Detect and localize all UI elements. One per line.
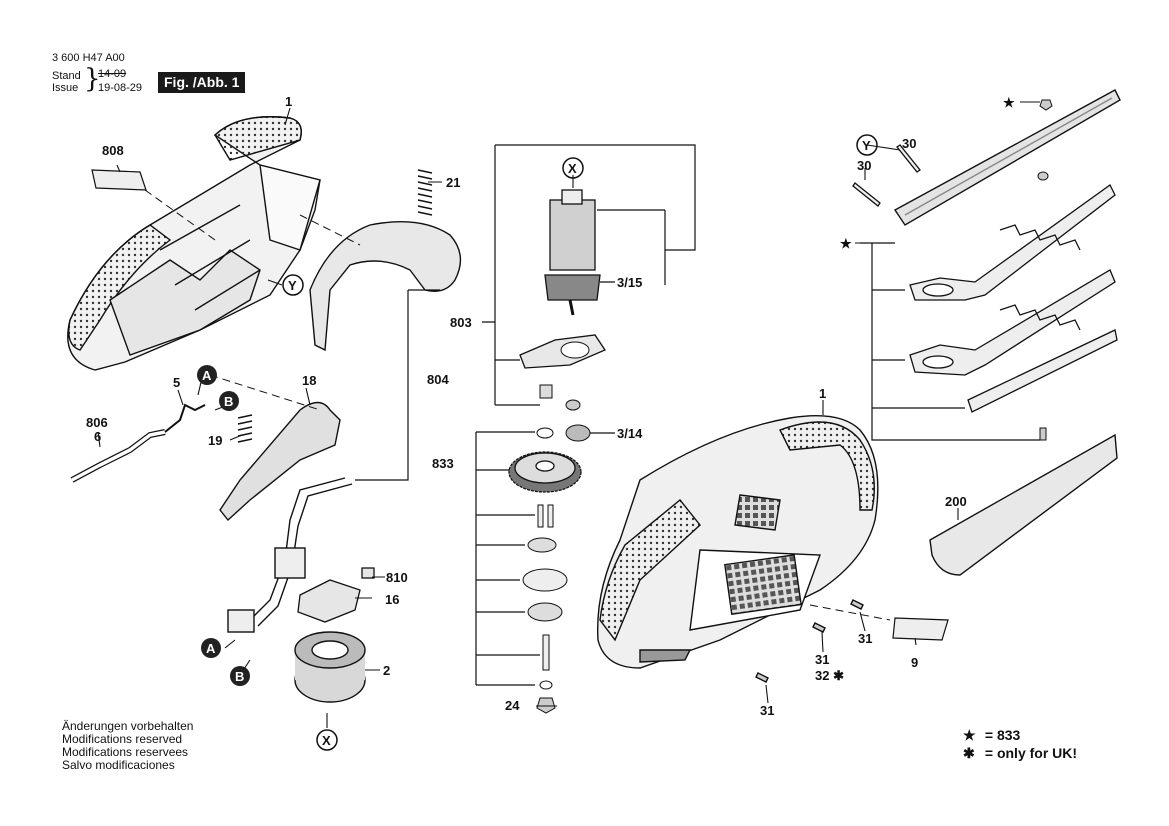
part-label-1: 1 bbox=[285, 94, 292, 109]
cam-disc-2 bbox=[522, 568, 568, 592]
part-label-19: 19 bbox=[208, 433, 222, 448]
asterisk-icon: ✱ bbox=[963, 745, 975, 761]
part-label-3-15: 3/15 bbox=[617, 275, 642, 290]
legend-text: = 833 bbox=[984, 727, 1021, 743]
part-label-30-a: 30 bbox=[902, 136, 916, 151]
marker-b-bottom: B bbox=[235, 669, 244, 684]
part-label-31-c: 31 bbox=[760, 703, 774, 718]
stator-2 bbox=[294, 631, 366, 703]
note-line: Modifications reservees bbox=[62, 745, 189, 759]
part-label-2: 2 bbox=[383, 663, 390, 678]
housing-right-assembled bbox=[596, 415, 879, 669]
legend-row: ✱ = only for UK! bbox=[963, 744, 1077, 762]
brush-holder-16 bbox=[297, 567, 375, 623]
gear-wheel bbox=[508, 451, 582, 493]
marker-a-top: A bbox=[202, 368, 212, 383]
part-label-31-b: 31 bbox=[815, 652, 829, 667]
symbol-legend: ★ = 833 ✱ = only for UK! bbox=[963, 726, 1077, 762]
figure-badge: Fig. /Abb. 1 bbox=[158, 72, 246, 93]
stand-label: Stand bbox=[52, 70, 81, 82]
note-line: Salvo modificaciones bbox=[62, 758, 175, 772]
blade-bar bbox=[893, 89, 1121, 226]
cam-disc-1 bbox=[527, 537, 557, 553]
label-tag-9 bbox=[892, 617, 949, 641]
cam-disc-3 bbox=[527, 602, 563, 622]
part-label-808: 808 bbox=[102, 143, 124, 158]
brace-icon: } bbox=[84, 64, 101, 94]
part-label-6: 6 bbox=[94, 429, 101, 444]
star-marker-mid: ★ bbox=[840, 236, 852, 251]
part-label-833: 833 bbox=[432, 456, 454, 471]
part-label-24: 24 bbox=[505, 698, 520, 713]
note-line: Modifications reserved bbox=[62, 732, 183, 746]
part-label-806: 806 bbox=[86, 415, 108, 430]
part-label-1-right: 1 bbox=[819, 386, 826, 401]
part-label-803: 803 bbox=[450, 315, 472, 330]
handle-cover-part bbox=[309, 221, 462, 352]
part-label-810: 810 bbox=[386, 570, 408, 585]
stand-value: 14-09 bbox=[98, 68, 127, 80]
bearing-3-14 bbox=[565, 424, 591, 442]
blade-guard-200 bbox=[929, 433, 1118, 576]
part-label-9: 9 bbox=[911, 655, 918, 670]
marker-x-bottom: X bbox=[322, 733, 331, 748]
armature-rotor bbox=[544, 189, 601, 316]
legend-row: ★ = 833 bbox=[963, 726, 1077, 744]
spring-21 bbox=[417, 169, 433, 216]
issue-label: Issue bbox=[52, 82, 79, 94]
marker-y-right: Y bbox=[862, 138, 871, 153]
screws-31 bbox=[755, 599, 864, 683]
modification-notes: Änderungen vorbehalten Modifications res… bbox=[62, 720, 193, 772]
part-label-5: 5 bbox=[173, 375, 180, 390]
star-icon: ★ bbox=[963, 727, 976, 743]
issue-value: 19-08-29 bbox=[98, 82, 143, 94]
marker-a-bottom: A bbox=[206, 641, 216, 656]
pins-30 bbox=[852, 144, 921, 207]
part-label-200: 200 bbox=[945, 494, 967, 509]
spring-19 bbox=[237, 414, 253, 443]
label-tag-808 bbox=[91, 169, 147, 191]
star-marker-top: ★ bbox=[1003, 95, 1015, 110]
bearing-small bbox=[565, 399, 581, 411]
marker-y-left: Y bbox=[288, 278, 297, 293]
legend-text: = only for UK! bbox=[984, 745, 1078, 761]
part-label-30-b: 30 bbox=[857, 158, 871, 173]
part-label-18: 18 bbox=[302, 373, 316, 388]
marker-x-top: X bbox=[568, 161, 577, 176]
part-label-16: 16 bbox=[385, 592, 399, 607]
shaft-part bbox=[542, 634, 550, 671]
part-label-3-14: 3/14 bbox=[617, 426, 643, 441]
cutter-blades bbox=[909, 184, 1118, 413]
part-label-31-a: 31 bbox=[858, 631, 872, 646]
part-label-804: 804 bbox=[427, 372, 449, 387]
housing-left-half bbox=[67, 116, 321, 371]
wiring-harness bbox=[227, 477, 353, 633]
part-label-21: 21 bbox=[446, 175, 460, 190]
part-label-32: 32 ✱ bbox=[815, 668, 844, 683]
marker-b-top: B bbox=[224, 394, 233, 409]
doc-number: 3 600 H47 A00 bbox=[52, 52, 125, 64]
switch-lever-18 bbox=[219, 401, 341, 522]
gear-pins bbox=[537, 504, 554, 528]
note-line: Änderungen vorbehalten bbox=[62, 719, 194, 733]
